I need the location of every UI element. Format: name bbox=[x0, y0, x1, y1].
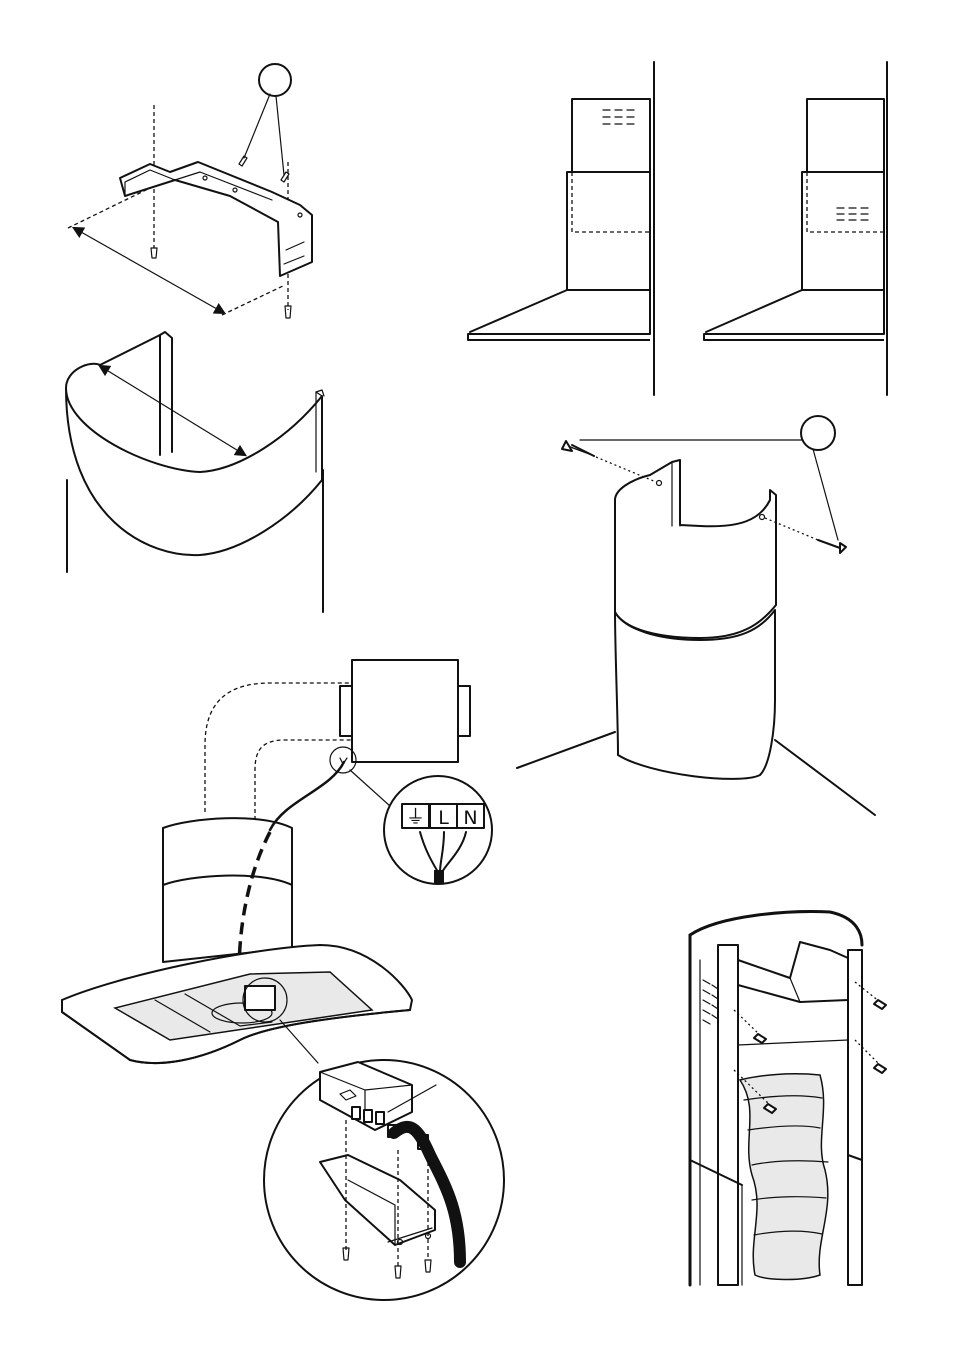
wiring-detail-bubble: ⏚ L N bbox=[384, 776, 492, 884]
bracket-screw-1 bbox=[239, 156, 247, 166]
power-cable-top bbox=[270, 762, 344, 830]
duct-screw-3 bbox=[874, 1000, 886, 1009]
terminal-block-detail-bubble bbox=[264, 1060, 504, 1300]
vent-holes-column bbox=[703, 980, 718, 1024]
callout-circle-chimney bbox=[801, 416, 835, 450]
mounting-bracket-figure bbox=[68, 64, 312, 318]
duct-screw-4 bbox=[874, 1064, 886, 1073]
wall-plug-left bbox=[151, 248, 157, 258]
flexible-duct bbox=[740, 1074, 828, 1280]
cable-sheath bbox=[434, 870, 444, 884]
callout-circle-bracket bbox=[259, 64, 291, 96]
live-terminal-label: L bbox=[438, 807, 449, 829]
bracket-screw-2 bbox=[281, 172, 289, 182]
wiring-bubble-circle bbox=[384, 776, 492, 884]
upper-chimney bbox=[615, 460, 776, 638]
chimney-screw-right bbox=[818, 540, 840, 548]
duct-route-outer bbox=[205, 683, 352, 812]
chimney-with-duct-figure bbox=[690, 912, 886, 1285]
width-dimension-arrow bbox=[74, 228, 224, 313]
chimney-screw-left bbox=[572, 445, 594, 456]
chimney-height-option-2 bbox=[704, 62, 887, 395]
neutral-terminal-label: N bbox=[463, 807, 477, 829]
wall-plug-right bbox=[285, 306, 291, 318]
chimney-fixing-figure bbox=[517, 416, 875, 815]
duct-route-inner bbox=[255, 740, 352, 820]
hood-chimney bbox=[163, 818, 292, 962]
motor-box bbox=[352, 660, 458, 762]
chimney-cover-front bbox=[66, 388, 322, 555]
inner-chimney-left-rail bbox=[718, 945, 738, 1285]
terminal-block-small bbox=[245, 986, 275, 1010]
chimney-height-option-1 bbox=[468, 62, 654, 395]
upper-chimney-width-figure bbox=[66, 332, 324, 612]
electrical-connection-figure: ⏚ L N bbox=[62, 660, 504, 1300]
bracket-body bbox=[120, 162, 312, 276]
duct-screw-1 bbox=[754, 1034, 766, 1043]
earth-terminal-label: ⏚ bbox=[406, 806, 425, 828]
inner-chimney-right-rail bbox=[848, 950, 862, 1285]
duct-outlet bbox=[738, 942, 848, 1002]
wall-corner-left bbox=[517, 732, 615, 768]
wall-corner-right bbox=[775, 740, 875, 815]
chimney-top-rim bbox=[690, 912, 862, 945]
